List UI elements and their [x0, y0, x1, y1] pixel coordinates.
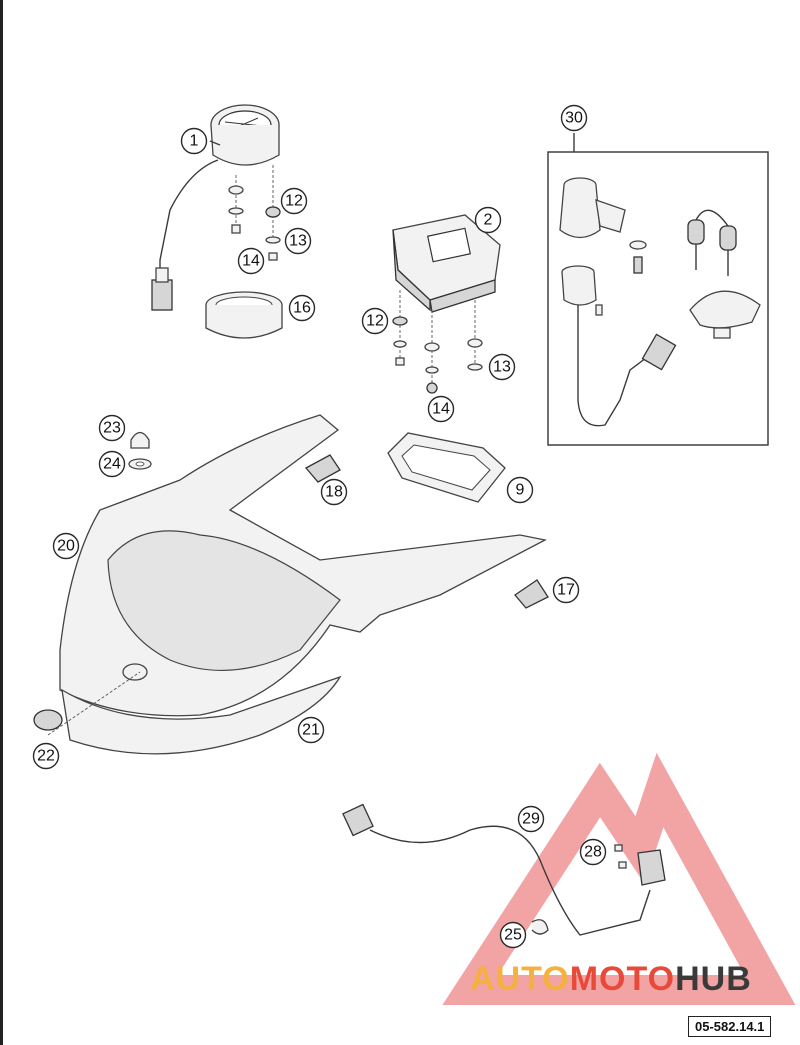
callout-14b: 14	[427, 395, 455, 423]
svg-text:20: 20	[57, 538, 75, 555]
part-22-plug	[33, 671, 141, 736]
svg-text:23: 23	[103, 420, 121, 437]
callout-9: 9	[506, 476, 534, 504]
part-1-analog-gauge	[151, 104, 280, 311]
part-23-cap-nut	[130, 431, 150, 449]
callout-28: 28	[579, 838, 607, 866]
leader-lines	[209, 140, 221, 146]
callout-16: 16	[288, 294, 316, 322]
part-9-seal-frame	[387, 432, 506, 503]
callout-14a: 14	[237, 247, 265, 275]
part-2-digital-instrument	[392, 214, 501, 313]
svg-text:22: 22	[37, 748, 55, 765]
callout-30: 30	[560, 104, 588, 132]
callout-12b: 12	[361, 307, 389, 335]
svg-text:1: 1	[190, 133, 199, 150]
watermark-part2: MOTO	[569, 960, 676, 998]
svg-text:2: 2	[484, 212, 493, 229]
svg-text:18: 18	[325, 484, 343, 501]
svg-text:30: 30	[565, 110, 583, 127]
callout-13a: 13	[284, 227, 312, 255]
part-plate	[637, 849, 666, 886]
callout-23: 23	[98, 414, 126, 442]
svg-text:25: 25	[504, 927, 522, 944]
svg-text:21: 21	[302, 722, 320, 739]
callout-20: 20	[52, 532, 80, 560]
callout-12a: 12	[280, 187, 308, 215]
part-25-clip	[531, 919, 549, 935]
callout-21: 21	[297, 716, 325, 744]
part-30-ignition-kit	[547, 133, 769, 446]
svg-text:17: 17	[557, 582, 575, 599]
part-28-screws	[614, 844, 627, 869]
callout-18: 18	[320, 478, 348, 506]
part-17-bracket	[514, 579, 549, 609]
callout-13b: 13	[488, 353, 516, 381]
hardware-group-2	[392, 290, 483, 394]
callout-29: 29	[517, 805, 545, 833]
part-20-fairing	[59, 414, 547, 717]
svg-text:13: 13	[493, 359, 511, 376]
svg-text:14: 14	[432, 401, 450, 418]
svg-text:12: 12	[366, 313, 384, 330]
callout-2: 2	[474, 206, 502, 234]
watermark-logo: AUTOMOTOHUB	[470, 960, 752, 999]
watermark-part3: HUB	[675, 960, 752, 998]
part-29-cable	[342, 803, 651, 936]
svg-text:14: 14	[242, 253, 260, 270]
callout-24: 24	[98, 450, 126, 478]
callout-17: 17	[552, 576, 580, 604]
callout-22: 22	[32, 742, 60, 770]
callout-25: 25	[499, 921, 527, 949]
page-border	[0, 0, 3, 1045]
watermark-part1: AUTO	[470, 960, 570, 998]
svg-text:9: 9	[516, 482, 525, 499]
svg-text:12: 12	[285, 193, 303, 210]
hardware-group-1	[228, 165, 281, 261]
callout-1: 1	[180, 127, 208, 155]
svg-text:29: 29	[522, 811, 540, 828]
drawing-code: 05-582.14.1	[688, 1016, 772, 1037]
svg-text:13: 13	[289, 233, 307, 250]
part-21-lower-trim	[61, 675, 342, 755]
svg-text:24: 24	[103, 456, 121, 473]
part-24-washer	[128, 458, 152, 470]
svg-text:28: 28	[584, 844, 602, 861]
svg-text:16: 16	[293, 300, 311, 317]
part-18-bracket	[304, 454, 341, 483]
part-16-ring	[205, 291, 283, 339]
watermark-triangle	[442, 752, 796, 1005]
